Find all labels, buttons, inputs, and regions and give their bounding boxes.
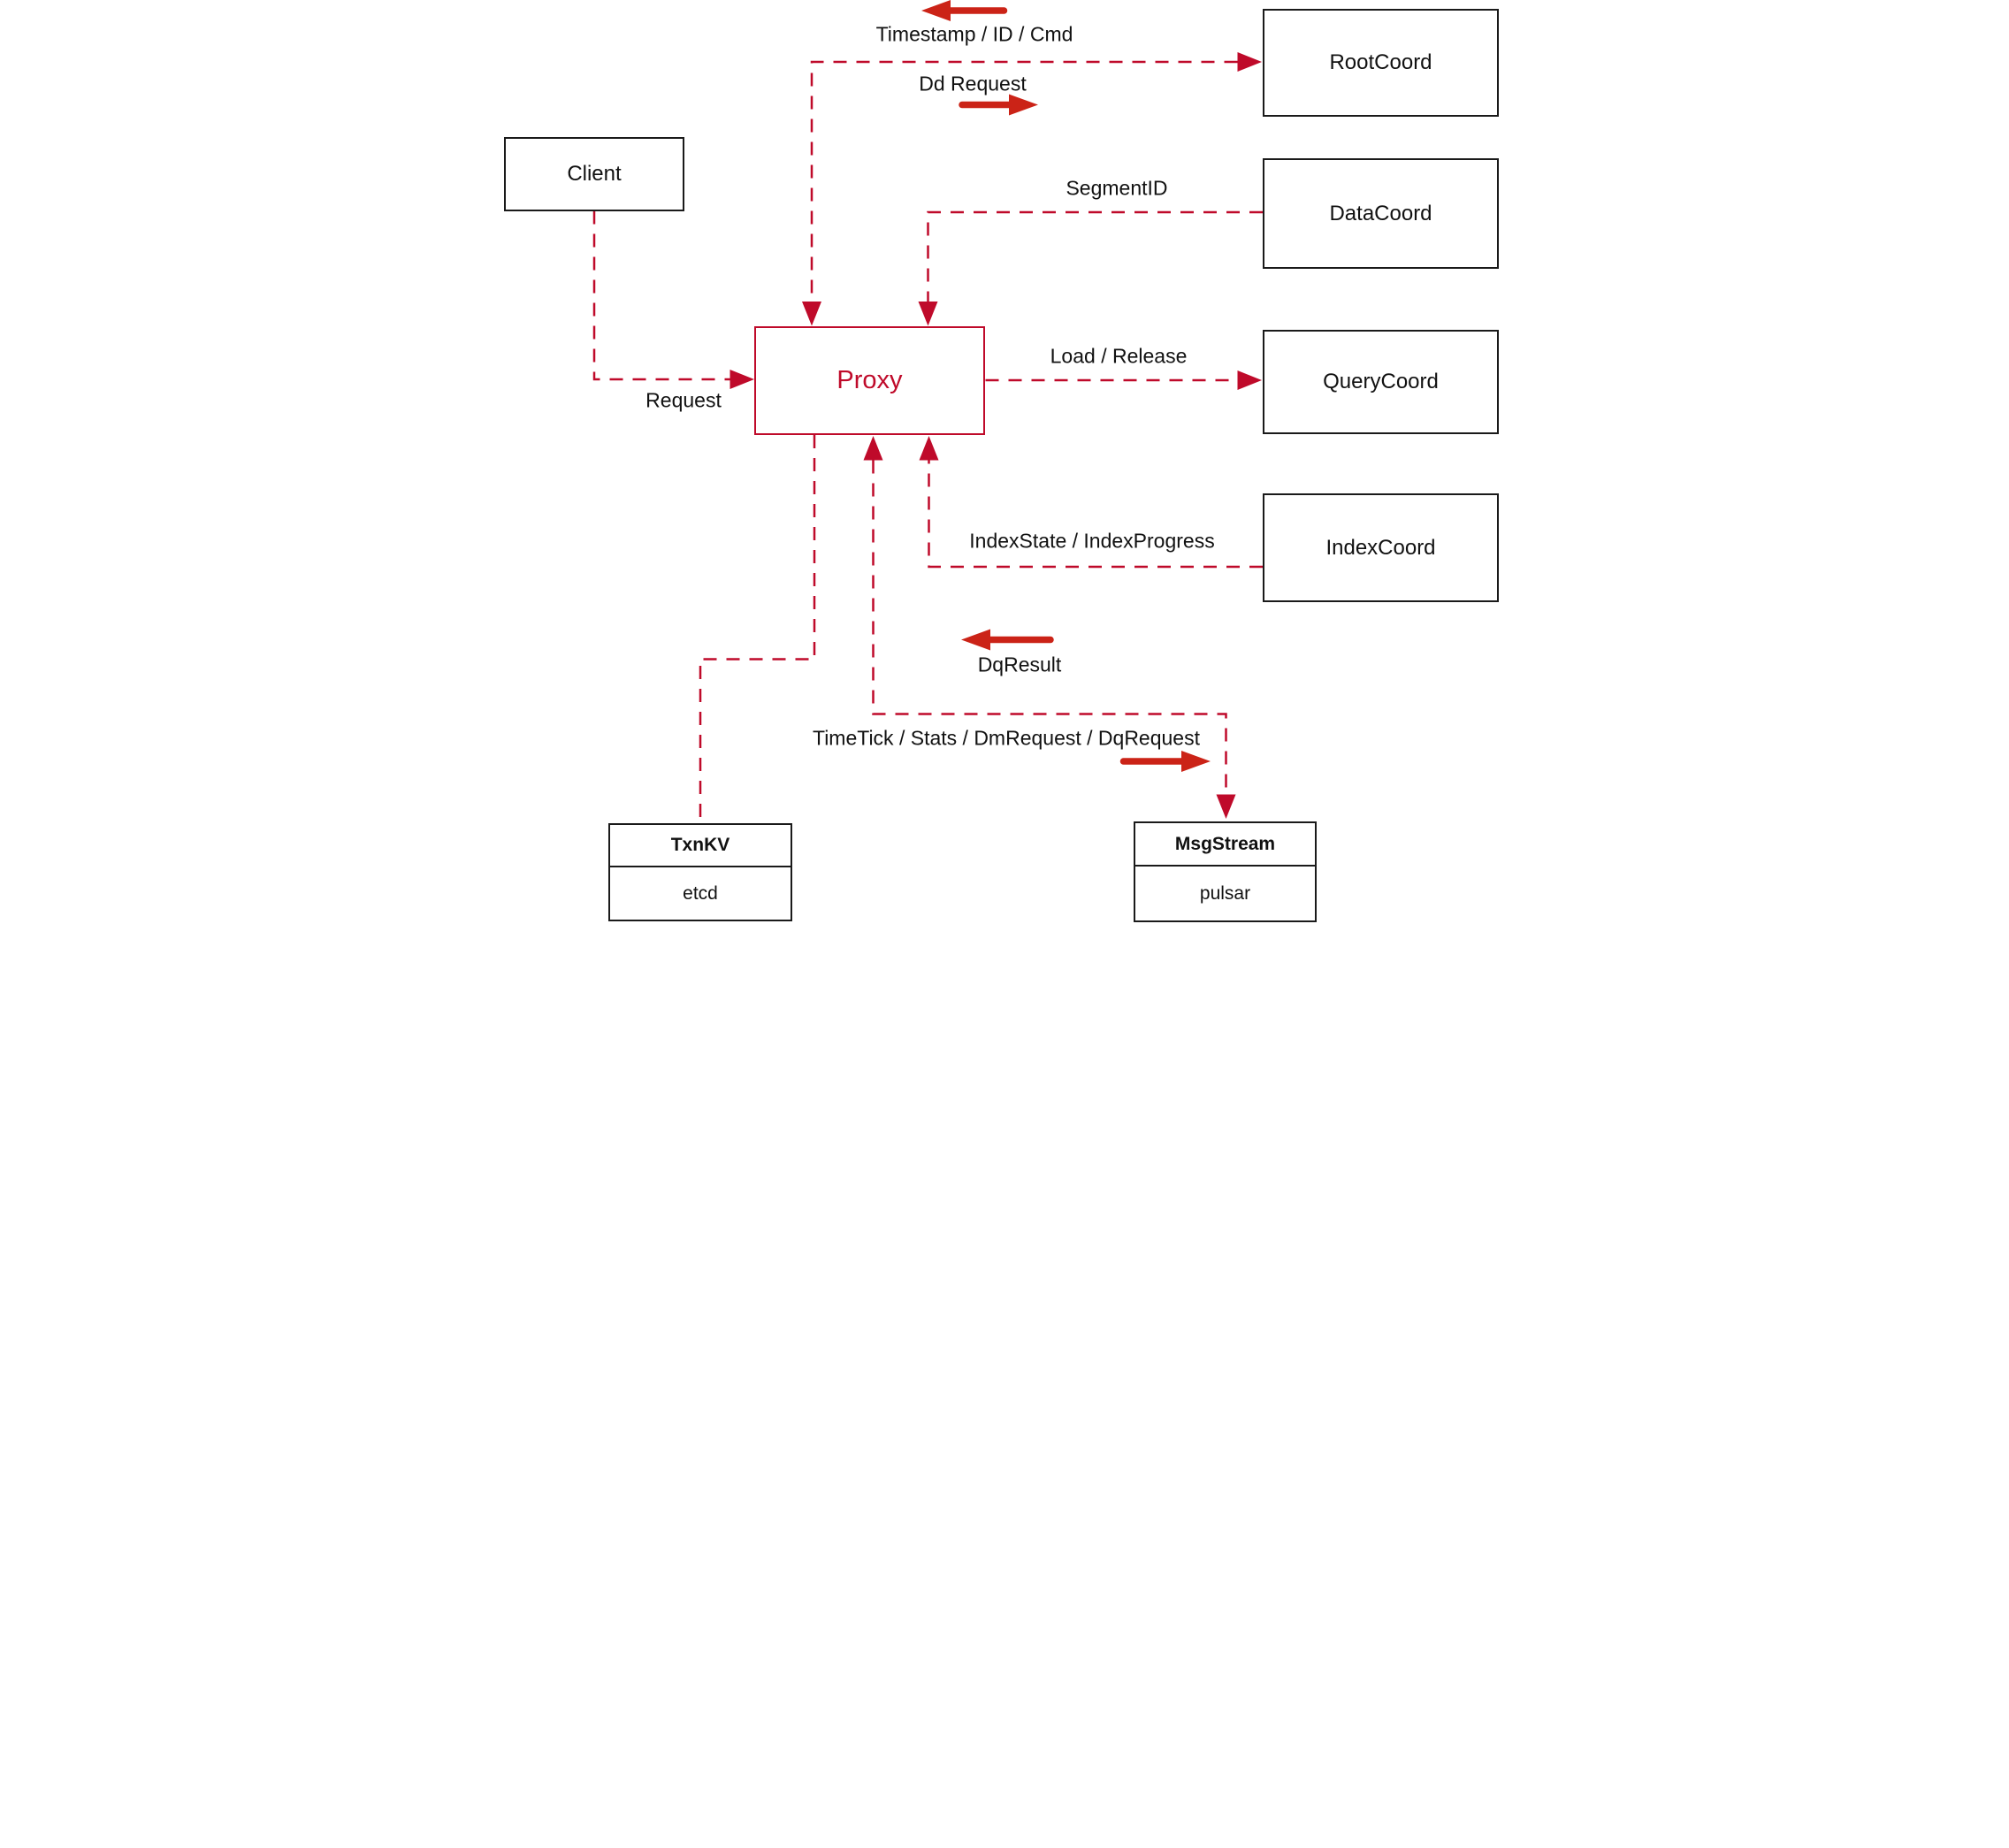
- node-msgstream: MsgStream pulsar: [1134, 821, 1317, 922]
- node-proxy-label: Proxy: [836, 366, 903, 394]
- node-txnkv-title: TxnKV: [610, 825, 791, 867]
- arrowhead-into-proxy-bottom-right-icon: [919, 436, 939, 461]
- arrowhead-into-rootcoord-icon: [1237, 52, 1262, 72]
- arrowhead-into-proxy-top-left-icon: [802, 302, 821, 326]
- direction-arrow-left-dqresult-icon: [961, 629, 1054, 651]
- edge-label-timetick: TimeTick / Stats / DmRequest / DqRequest: [813, 726, 1200, 750]
- edge-datacoord-proxy: [927, 210, 1263, 302]
- node-client-label: Client: [567, 162, 622, 186]
- edge-indexcoord-proxy: [928, 460, 1263, 569]
- edge-label-request: Request: [645, 388, 722, 412]
- edge-label-indexstate: IndexState / IndexProgress: [969, 529, 1215, 553]
- node-msgstream-subtitle: pulsar: [1199, 882, 1251, 904]
- arrowhead-into-proxy-top-right-icon: [918, 302, 938, 326]
- arrowhead-into-querycoord-icon: [1237, 370, 1262, 390]
- node-datacoord: DataCoord: [1263, 158, 1499, 269]
- edge-label-load-release: Load / Release: [1050, 344, 1188, 368]
- direction-arrow-right-timetick-icon: [1119, 751, 1211, 772]
- node-indexcoord: IndexCoord: [1263, 493, 1499, 602]
- direction-arrow-right-dd-request-icon: [959, 94, 1038, 116]
- node-datacoord-label: DataCoord: [1329, 201, 1432, 225]
- edge-label-timestamp: Timestamp / ID / Cmd: [875, 22, 1073, 46]
- edge-proxy-txnkv: [699, 435, 816, 824]
- node-msgstream-title: MsgStream: [1135, 823, 1315, 867]
- node-client: Client: [504, 137, 684, 211]
- node-querycoord: QueryCoord: [1263, 330, 1499, 434]
- arrowhead-into-msgstream-icon: [1216, 794, 1236, 819]
- edge-proxy-rootcoord: [810, 60, 1238, 302]
- architecture-diagram: Client Proxy RootCoord DataCoord QueryCo…: [502, 0, 1507, 924]
- node-proxy: Proxy: [754, 326, 985, 435]
- node-rootcoord: RootCoord: [1263, 9, 1499, 117]
- edge-client-proxy: [592, 210, 730, 381]
- node-rootcoord-label: RootCoord: [1329, 50, 1432, 74]
- connector-layer: [592, 0, 1263, 824]
- direction-arrow-left-timestamp-icon: [921, 0, 1008, 21]
- arrowhead-into-proxy-bottom-left-icon: [863, 436, 883, 461]
- edge-label-segmentid: SegmentID: [1066, 176, 1168, 200]
- node-querycoord-label: QueryCoord: [1323, 370, 1439, 393]
- edge-proxy-msgstream: [872, 460, 1227, 796]
- node-indexcoord-label: IndexCoord: [1325, 535, 1436, 560]
- edge-label-dd-request: Dd Request: [919, 72, 1027, 95]
- node-txnkv: TxnKV etcd: [608, 823, 792, 921]
- arrowhead-into-proxy-left-icon: [730, 370, 754, 389]
- edge-label-dqresult: DqResult: [977, 653, 1062, 676]
- node-txnkv-subtitle: etcd: [683, 882, 718, 904]
